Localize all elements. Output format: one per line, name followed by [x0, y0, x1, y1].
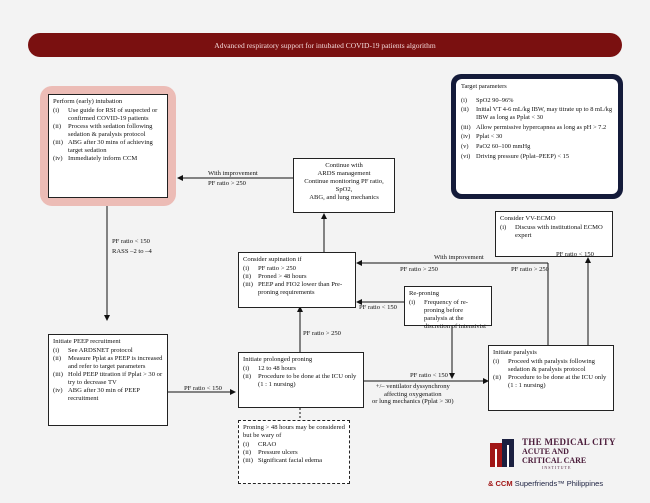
label-pf-gt-250-2: PF ratio > 250	[400, 266, 438, 273]
ards-line3: Continue monitoring PF ratio, SpO2,	[304, 178, 384, 194]
label-pf-gt-250-3: PF ratio > 250	[511, 266, 549, 273]
list-item: (i)Use guide for RSI of suspected or con…	[53, 107, 158, 123]
target-parameters-frame: Target parameters (i)SpO2 90–96% (ii)Ini…	[451, 74, 623, 199]
caduceus-icon	[490, 439, 514, 467]
diagram-title: Advanced respiratory support for intubat…	[214, 40, 436, 50]
list-item: (i)Frequency of re-proning before paraly…	[409, 299, 486, 331]
list-item: (ii)Procedure to be done at the ICU only…	[493, 374, 607, 390]
logo-line3: CRITICAL CARE	[522, 456, 587, 465]
list-item: (iii)PEEP and FIO2 lower than Pre-pronin…	[243, 281, 343, 297]
prolonged-proning-box: Initiate prolonged proning (i)12 to 48 h…	[238, 352, 364, 408]
vv-ecmo-box: Consider VV-ECMO (i)Discuss with institu…	[495, 211, 613, 257]
peep-recruitment-box: Initiate PEEP recruitment (i)See ARDSNET…	[48, 334, 168, 426]
reproning-heading: Re-proning	[409, 290, 440, 297]
list-item: (iv)ABG after 30 min of PEEP recruitment	[53, 387, 140, 403]
list-item: (iii)Significant facial edema	[243, 457, 323, 465]
proning-heading: Initiate prolonged proning	[243, 356, 313, 363]
label-rass: RASS –2 to –4	[112, 248, 152, 255]
ards-line4: ABG, and lung mechanics	[309, 194, 379, 202]
label-pf-gt-250-4: PF ratio > 250	[303, 330, 341, 337]
supination-heading: Consider supination if	[243, 256, 302, 263]
ards-line1: Continue with	[325, 162, 363, 169]
title-banner: Advanced respiratory support for intubat…	[28, 33, 622, 57]
organization-logo: THE MEDICAL CITY ACUTE AND CRITICAL CARE…	[488, 437, 638, 492]
reproning-box: Re-proning (i)Frequency of re-proning be…	[404, 286, 492, 330]
peep-heading: Initiate PEEP recruitment	[53, 338, 121, 345]
supination-box: Consider supination if (i)PF ratio > 250…	[238, 252, 356, 308]
label-pf-lt-150-para: PF ratio < 150	[410, 372, 448, 379]
list-item: (i)PF ratio > 250	[243, 265, 296, 273]
list-item: (ii)Pressure ulcers	[243, 449, 298, 457]
list-item: (vi)Driving pressure (Pplat–PEEP) < 15	[461, 152, 570, 160]
list-item: (ii)Proned > 48 hours	[243, 273, 307, 281]
warning-heading: Proning > 48 hours may be considered but…	[243, 424, 345, 440]
list-item: (v)PaO2 60–100 mmHg	[461, 143, 531, 151]
label-pf-gt-250-1: PF ratio > 250	[208, 180, 246, 187]
paralysis-box: Initiate paralysis (i)Proceed with paral…	[488, 345, 614, 411]
intubation-heading: Perform (early) intubation	[53, 98, 123, 105]
label-pf-lt-150-1: PF ratio < 150	[112, 238, 150, 245]
label-pf-lt-150-peep: PF ratio < 150	[184, 385, 222, 392]
intubation-box: Perform (early) intubation (i)Use guide …	[48, 94, 168, 198]
label-with-improvement-2: With improvement	[434, 254, 484, 261]
target-parameters-box: Target parameters (i)SpO2 90–96% (ii)Ini…	[456, 79, 618, 194]
label-with-improvement-1: With improvement	[208, 170, 258, 177]
ards-line2: ARDS management	[317, 170, 371, 178]
list-item: (iv)Pplat < 30	[461, 133, 503, 141]
label-pf-lt-150-ecmo: PF ratio < 150	[556, 251, 594, 258]
list-item: (i)See ARDSNET protocol	[53, 347, 133, 355]
list-item: (iii)Allow permissive hypercapnea as lon…	[461, 123, 607, 131]
proning-warning-box: Proning > 48 hours may be considered but…	[238, 420, 350, 484]
list-item: (i)Proceed with paralysis following seda…	[493, 358, 595, 374]
list-item: (i)CRAO	[243, 441, 277, 449]
list-item: (i)12 to 48 hours	[243, 365, 296, 373]
label-dyssynchrony: +/– ventilator dyssynchrony affecting ox…	[372, 383, 454, 406]
paralysis-heading: Initiate paralysis	[493, 349, 537, 356]
logo-line2: ACUTE AND	[522, 447, 569, 456]
list-item: (ii)Procedure to be done at the ICU only…	[243, 373, 357, 389]
logo-tagline: & CCM Superfriends™ Philippines	[488, 479, 604, 488]
ecmo-heading: Consider VV-ECMO	[500, 215, 556, 222]
list-item: (iv)Immediately inform CCM	[53, 155, 138, 163]
list-item: (ii)Process with sedation following seda…	[53, 123, 153, 139]
list-item: (i)SpO2 90–96%	[461, 96, 514, 104]
list-item: (iii)ABG after 30 mins of achieving targ…	[53, 139, 153, 155]
target-heading: Target parameters	[461, 83, 507, 90]
list-item: (i)Discuss with institutional ECMO exper…	[500, 224, 603, 240]
logo-line1: THE MEDICAL CITY	[522, 437, 616, 447]
ards-box: Continue with ARDS management Continue m…	[293, 158, 395, 213]
list-item: (ii)Measure Pplat as PEEP is increased a…	[53, 355, 163, 371]
list-item: (ii)Initial VT 4-6 mL/kg IBW, may titrat…	[461, 106, 613, 122]
logo-line4: INSTITUTE	[542, 465, 572, 470]
label-pf-lt-150-reprone: PF ratio < 150	[359, 304, 397, 311]
list-item: (iii)Hold PEEP titration if Pplat > 30 o…	[53, 371, 163, 387]
